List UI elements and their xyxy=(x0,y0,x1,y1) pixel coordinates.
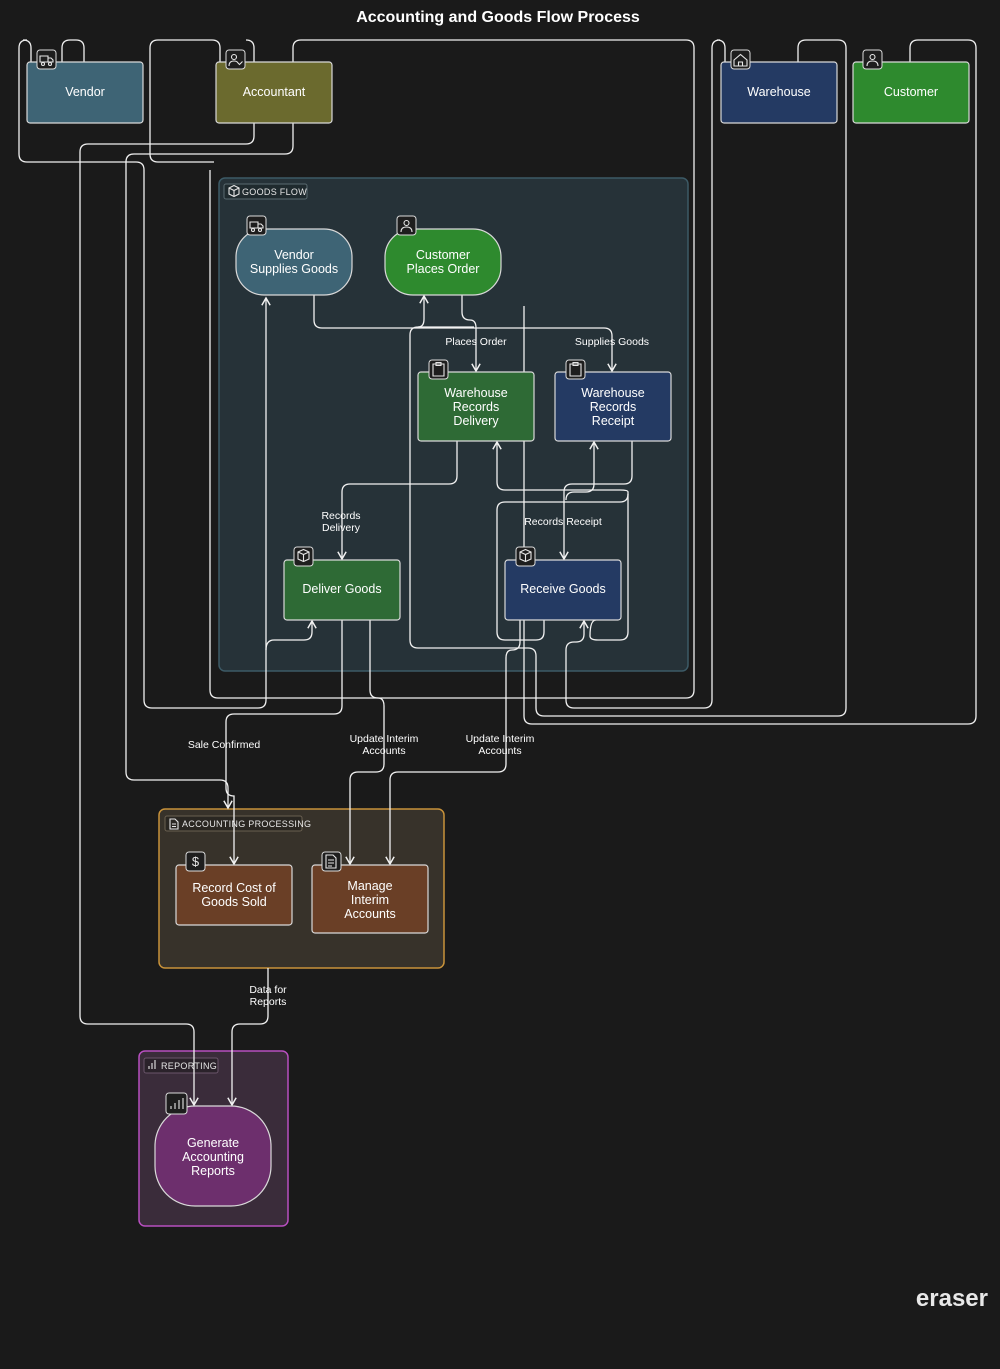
node-deliver-goods-label: Deliver Goods xyxy=(302,582,381,596)
edge-label-records-delivery: Records xyxy=(321,510,360,522)
edges xyxy=(225,294,633,1107)
node-customer-places-order[interactable]: Customer Places Order xyxy=(384,215,502,296)
actor-warehouse-label: Warehouse xyxy=(747,85,811,99)
user-icon xyxy=(866,53,879,67)
node-label-line: Vendor xyxy=(274,248,314,262)
node-label-line: Warehouse xyxy=(444,386,508,400)
node-label-line: Manage xyxy=(347,879,392,893)
group-label-reporting: REPORTING xyxy=(161,1061,217,1071)
box-icon xyxy=(228,184,240,198)
eraser-watermark: eraser xyxy=(916,1285,988,1312)
edge-label-update-interim: Accounts xyxy=(478,745,521,757)
node-manage-interim-accounts[interactable]: Manage Interim Accounts xyxy=(311,851,429,934)
node-label-line: Records xyxy=(453,400,500,414)
edge-label-sale-confirmed: Sale Confirmed xyxy=(188,739,261,751)
node-label-line: Records xyxy=(590,400,637,414)
home-icon xyxy=(733,53,748,67)
actor-accountant-label: Accountant xyxy=(243,85,306,99)
clipboard-icon xyxy=(569,361,582,377)
group-label-goods-flow: GOODS FLOW xyxy=(242,187,307,197)
edge-label-update-interim: Update Interim xyxy=(350,733,419,745)
bar-chart-icon xyxy=(148,1060,156,1069)
dollar-icon: $ xyxy=(192,854,200,869)
edge-labels: Places Order Supplies Goods Records Deli… xyxy=(188,336,649,1008)
node-warehouse-records-delivery[interactable]: Warehouse Records Delivery xyxy=(417,359,535,442)
actor-accountant[interactable]: Accountant xyxy=(215,49,333,124)
node-deliver-goods[interactable]: Deliver Goods xyxy=(283,546,401,621)
actor-vendor[interactable]: Vendor xyxy=(26,49,144,124)
node-label-line: Reports xyxy=(191,1164,235,1178)
user-icon xyxy=(400,219,413,233)
truck-icon xyxy=(39,55,54,67)
node-label-line: Customer xyxy=(416,248,470,262)
actor-warehouse[interactable]: Warehouse xyxy=(720,49,838,124)
node-label-line: Places Order xyxy=(407,262,480,276)
node-label-line: Accounts xyxy=(344,907,395,921)
edge-label-records-receipt: Records Receipt xyxy=(524,516,602,528)
edge-label-supplies-goods: Supplies Goods xyxy=(575,336,649,348)
node-label-line: Warehouse xyxy=(581,386,645,400)
actor-customer[interactable]: Customer xyxy=(852,49,970,124)
package-icon xyxy=(519,548,532,563)
actor-lane-outlines xyxy=(18,39,977,1107)
edge-label-data-for-reports: Data for xyxy=(249,984,287,996)
edge-label-places-order: Places Order xyxy=(445,336,507,348)
node-receive-goods[interactable]: Receive Goods xyxy=(504,546,622,621)
edge-label-records-delivery: Delivery xyxy=(322,522,361,534)
group-label-accounting: ACCOUNTING PROCESSING xyxy=(182,819,311,829)
edge-label-update-interim: Update Interim xyxy=(466,733,535,745)
file-icon xyxy=(169,818,179,830)
clipboard-icon xyxy=(432,361,445,377)
node-warehouse-records-receipt[interactable]: Warehouse Records Receipt xyxy=(554,359,672,442)
diagram-title: Accounting and Goods Flow Process xyxy=(356,9,640,26)
node-label-line: Generate xyxy=(187,1136,239,1150)
node-label-line: Delivery xyxy=(453,414,499,428)
edge-label-update-interim: Accounts xyxy=(362,745,405,757)
node-label-line: Interim xyxy=(351,893,389,907)
node-vendor-supplies-goods[interactable]: Vendor Supplies Goods xyxy=(235,215,353,296)
truck-icon xyxy=(249,221,264,233)
node-label-line: Goods Sold xyxy=(201,895,266,909)
user-check-icon xyxy=(228,53,243,67)
edge-label-data-for-reports: Reports xyxy=(250,996,287,1008)
actor-customer-label: Customer xyxy=(884,85,938,99)
file-text-icon xyxy=(325,854,337,869)
actor-vendor-label: Vendor xyxy=(65,85,105,99)
bar-chart-icon xyxy=(170,1098,184,1109)
node-label-line: Receipt xyxy=(592,414,635,428)
node-generate-accounting-reports[interactable]: Generate Accounting Reports xyxy=(154,1092,272,1207)
node-record-cost-of-goods-sold[interactable]: $ Record Cost of Goods Sold xyxy=(175,851,293,926)
package-icon xyxy=(297,548,310,563)
node-label-line: Accounting xyxy=(182,1150,244,1164)
node-label-line: Supplies Goods xyxy=(250,262,338,276)
node-label-line: Record Cost of xyxy=(192,881,276,895)
node-receive-goods-label: Receive Goods xyxy=(520,582,605,596)
